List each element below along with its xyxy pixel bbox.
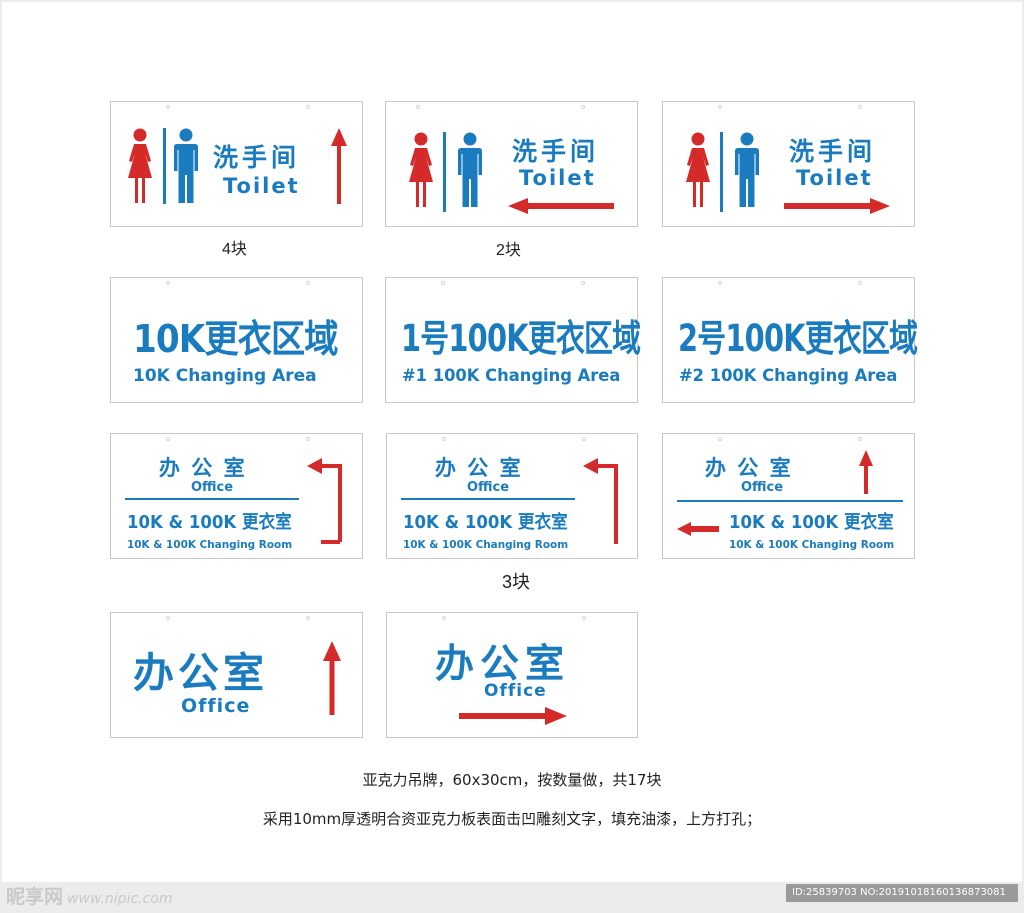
spec-note-1: 亚克力吊牌，60x30cm，按数量做，共17块 bbox=[362, 771, 662, 789]
toilet-en: Toilet bbox=[519, 166, 596, 190]
woman-icon bbox=[128, 128, 152, 203]
hang-hole bbox=[858, 437, 862, 441]
office-room-sign-3: 办 公 室 Office 10K & 100K 更衣室 10K & 100K C… bbox=[662, 433, 915, 559]
route-arrow-icon bbox=[583, 458, 618, 544]
divider bbox=[163, 128, 166, 204]
room-zh: 10K & 100K 更衣室 bbox=[403, 512, 568, 533]
office-zh: 办公室 bbox=[435, 642, 571, 687]
room-en: 10K & 100K Changing Room bbox=[127, 538, 293, 551]
office-en: Office bbox=[191, 480, 234, 495]
up-arrow-icon bbox=[859, 450, 873, 494]
toilet-en: Toilet bbox=[796, 166, 873, 190]
toilet-en: Toilet bbox=[223, 174, 300, 198]
quantity-label: 3块 bbox=[502, 572, 531, 592]
divider bbox=[401, 498, 575, 500]
office-zh: 办 公 室 bbox=[435, 456, 523, 480]
toilet-zh: 洗手间 bbox=[789, 137, 877, 166]
hang-hole bbox=[306, 105, 310, 109]
toilet-zh: 洗手间 bbox=[213, 143, 301, 172]
hang-hole bbox=[858, 105, 862, 109]
man-icon bbox=[174, 128, 198, 203]
changing-area-sign-3: 2号100K更衣区域 #2 100K Changing Area bbox=[662, 277, 918, 403]
watermark-logo-text: 昵享网 bbox=[6, 886, 64, 908]
changing-area-zh: 2号100K更衣区域 bbox=[678, 317, 918, 360]
hang-hole bbox=[718, 437, 722, 441]
hang-hole bbox=[166, 616, 170, 620]
spec-note-2: 采用10mm厚透明合资亚克力板表面击凹雕刻文字，填充油漆，上方打孔； bbox=[262, 810, 762, 828]
up-arrow-icon bbox=[323, 641, 341, 715]
hang-hole bbox=[718, 105, 722, 109]
office-zh: 办公室 bbox=[133, 649, 268, 697]
changing-area-en: #1 100K Changing Area bbox=[402, 366, 621, 386]
hang-hole bbox=[306, 616, 310, 620]
office-en: Office bbox=[741, 480, 784, 495]
hang-hole bbox=[166, 437, 170, 441]
hang-hole bbox=[581, 105, 585, 109]
quantity-label: 2块 bbox=[496, 242, 521, 259]
changing-area-sign-1: 10K更衣区域 10K Changing Area bbox=[110, 277, 363, 403]
hang-hole bbox=[416, 105, 420, 109]
hang-hole bbox=[442, 616, 446, 620]
toilet-sign-right: 洗手间 Toilet bbox=[662, 101, 915, 227]
room-zh: 10K & 100K 更衣室 bbox=[127, 512, 292, 533]
right-arrow-icon bbox=[459, 707, 567, 725]
room-en: 10K & 100K Changing Room bbox=[729, 538, 895, 551]
office-zh: 办 公 室 bbox=[159, 456, 247, 480]
divider bbox=[443, 132, 446, 212]
woman-icon bbox=[686, 132, 710, 207]
office-room-sign-1: 办 公 室 Office 10K & 100K 更衣室 10K & 100K C… bbox=[110, 433, 363, 559]
right-arrow-icon bbox=[784, 198, 890, 214]
divider bbox=[677, 500, 903, 502]
hang-hole bbox=[582, 616, 586, 620]
route-arrow-icon bbox=[307, 458, 342, 544]
office-zh: 办 公 室 bbox=[705, 456, 793, 480]
hang-hole bbox=[441, 281, 445, 285]
toilet-sign-left: 洗手间 Toilet bbox=[385, 101, 638, 227]
office-sign-up: 办公室 Office bbox=[110, 612, 363, 738]
office-sign-right: 办公室 Office bbox=[386, 612, 638, 738]
hang-hole bbox=[858, 281, 862, 285]
changing-area-zh: 10K更衣区域 bbox=[133, 317, 338, 361]
man-icon bbox=[735, 132, 759, 207]
hang-hole bbox=[166, 281, 170, 285]
changing-area-zh: 1号100K更衣区域 bbox=[401, 317, 641, 360]
watermark-url: www.nipic.com bbox=[67, 891, 173, 907]
room-en: 10K & 100K Changing Room bbox=[403, 538, 569, 551]
up-arrow-icon bbox=[331, 128, 347, 204]
divider bbox=[720, 132, 723, 212]
office-en: Office bbox=[181, 695, 251, 717]
divider bbox=[125, 498, 299, 500]
watermark-id: ID:25839703 NO:20191018160136873081 bbox=[786, 884, 1018, 902]
hang-hole bbox=[582, 437, 586, 441]
office-room-sign-2: 办 公 室 Office 10K & 100K 更衣室 10K & 100K C… bbox=[386, 433, 638, 559]
changing-area-sign-2: 1号100K更衣区域 #1 100K Changing Area bbox=[385, 277, 641, 403]
changing-area-en: #2 100K Changing Area bbox=[679, 366, 898, 386]
hang-hole bbox=[306, 281, 310, 285]
left-arrow-icon bbox=[508, 198, 614, 214]
hang-hole bbox=[581, 281, 585, 285]
quantity-label: 4块 bbox=[222, 241, 247, 258]
woman-icon bbox=[409, 132, 433, 207]
hang-hole bbox=[718, 281, 722, 285]
left-arrow-icon bbox=[677, 522, 719, 536]
hang-hole bbox=[306, 437, 310, 441]
hang-hole bbox=[166, 105, 170, 109]
changing-area-en: 10K Changing Area bbox=[133, 366, 317, 386]
office-en: Office bbox=[484, 681, 547, 701]
toilet-zh: 洗手间 bbox=[512, 137, 600, 166]
hang-hole bbox=[442, 437, 446, 441]
toilet-sign-up: 洗手间 Toilet bbox=[110, 101, 363, 227]
man-icon bbox=[458, 132, 482, 207]
office-en: Office bbox=[467, 480, 510, 495]
room-zh: 10K & 100K 更衣室 bbox=[729, 512, 894, 533]
